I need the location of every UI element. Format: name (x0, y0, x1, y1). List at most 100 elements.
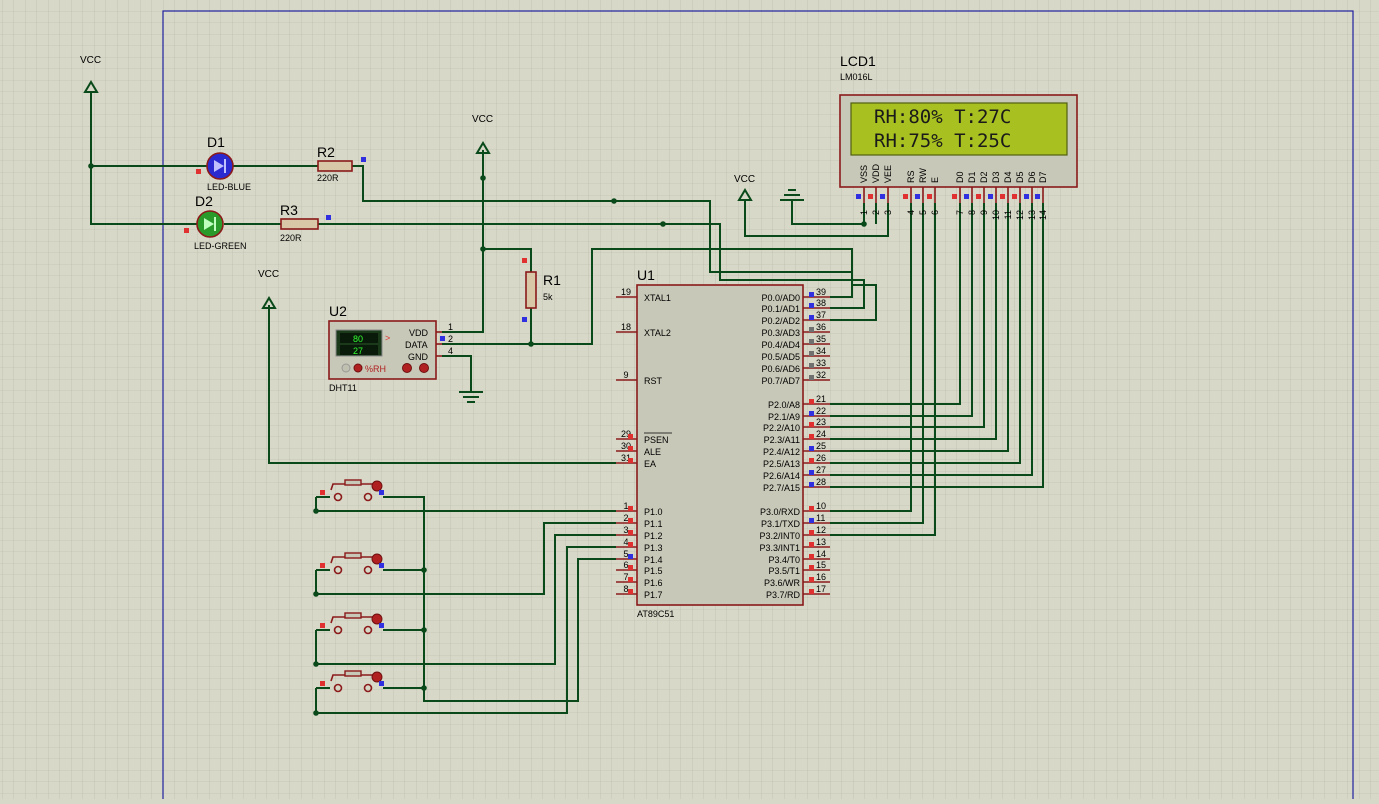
u1-pin-name: P0.3/AD3 (761, 328, 800, 338)
u1-pin-name: P2.3/A11 (764, 435, 800, 445)
u1-pin-num: 14 (816, 549, 826, 559)
ground-terminal-1[interactable] (459, 391, 483, 403)
u1-pin-name: P2.0/A8 (768, 400, 800, 410)
button-actuator-icon[interactable] (371, 553, 383, 565)
u1-pin-name: P1.7 (644, 590, 663, 600)
u2-ref: U2 (329, 303, 347, 319)
u1-pin-marker (809, 589, 814, 594)
u1-pin-marker (628, 554, 633, 559)
u1-pin-num: 12 (816, 525, 826, 535)
u1-pin-marker (809, 577, 814, 582)
u1-pin-name: XTAL2 (644, 328, 671, 338)
u1-pin-name: P3.7/RD (766, 590, 801, 600)
push-button-3[interactable] (320, 612, 384, 635)
u1-pin-name: P1.5 (644, 566, 663, 576)
resistor-r3[interactable]: R3 220R (280, 202, 331, 243)
lcd-pin-num: 9 (979, 210, 989, 215)
u1-pin-marker (628, 506, 633, 511)
r1-value: 5k (543, 292, 553, 302)
u1-pin-num: 9 (623, 370, 628, 380)
u1-pin-marker (809, 518, 814, 523)
u1-pin-marker (809, 351, 814, 356)
vcc-terminal-4[interactable]: VCC (734, 174, 755, 201)
u1-pin-marker (628, 565, 633, 570)
lcd-pin-name: VDD (871, 163, 881, 183)
lcd-pin-name: D5 (1015, 171, 1025, 183)
lcd-pin-marker (952, 194, 957, 199)
dht-temp-button-icon[interactable] (341, 363, 351, 373)
u1-pin-num: 15 (816, 560, 826, 570)
u1-pin-name: P0.6/AD6 (761, 364, 800, 374)
lcd-pin-num: 13 (1027, 210, 1037, 220)
u1-pin-marker (628, 530, 633, 535)
u1-pin-num: 35 (816, 334, 826, 344)
vcc-terminal-3[interactable]: VCC (258, 269, 279, 309)
r3-value: 220R (280, 233, 302, 243)
vcc-label: VCC (258, 269, 279, 280)
dht-unit: %RH (365, 364, 386, 374)
resistor-r2[interactable]: R2 220R (317, 144, 366, 183)
u1-pin-name: P2.6/A14 (763, 471, 800, 481)
led-d1[interactable]: D1 LED-BLUE (196, 134, 251, 192)
r2-ref: R2 (317, 144, 335, 160)
button-actuator-icon[interactable] (371, 671, 383, 683)
r3-ref: R3 (280, 202, 298, 218)
u1-pin-num: 3 (623, 525, 628, 535)
u1-pin-name: P0.7/AD7 (761, 376, 800, 386)
u1-pin-marker (809, 422, 814, 427)
lcd-pin-num: 1 (859, 210, 869, 215)
dht-minus-button-icon[interactable] (402, 363, 412, 373)
u1-pin-marker (809, 470, 814, 475)
microcontroller-u1[interactable]: U1 AT89C51 XTAL119XTAL218RST9PSEN29ALE30… (616, 267, 830, 619)
resistor-r1[interactable]: R1 5k (522, 258, 561, 322)
push-button-2[interactable] (320, 552, 384, 575)
u1-right-pins: P0.0/AD039P0.1/AD138P0.2/AD237P0.3/AD336… (759, 287, 830, 600)
vcc-label: VCC (734, 174, 755, 185)
button-actuator-icon[interactable] (371, 613, 383, 625)
u1-pin-num: 31 (621, 453, 631, 463)
dht-down-button-icon[interactable] (353, 363, 363, 373)
u1-pin-num: 33 (816, 358, 826, 368)
u1-pin-name: P2.7/A15 (763, 483, 800, 493)
lcd-module[interactable]: RH:80% T:27C RH:75% T:25C LCD1 LM016L VS… (839, 53, 1078, 220)
u1-pin-num: 13 (816, 537, 826, 547)
u1-pin-marker (809, 458, 814, 463)
lcd-pin-name: VEE (883, 165, 893, 183)
sheet-border (162, 10, 1354, 804)
r2-value: 220R (317, 173, 339, 183)
dht-plus-button-icon[interactable] (419, 363, 429, 373)
led-d2[interactable]: D2 LED-GREEN (184, 193, 247, 251)
push-button-4[interactable] (320, 670, 384, 693)
button-actuator-icon[interactable] (371, 480, 383, 492)
u1-pin-marker (809, 506, 814, 511)
u1-pin-name: ALE (644, 447, 661, 457)
u1-left-pins: XTAL119XTAL218RST9PSEN29ALE30EA31P1.01P1… (616, 287, 672, 600)
u1-pin-num: 24 (816, 429, 826, 439)
u1-pin-marker (628, 542, 633, 547)
u1-pin-num: 8 (623, 584, 628, 594)
u1-pin-name: P3.2/INT0 (759, 531, 800, 541)
u1-pin-marker (809, 482, 814, 487)
lcd-pin-num: 6 (930, 210, 940, 215)
lcd-pin-name: D0 (955, 171, 965, 183)
lcd-pin-marker (856, 194, 861, 199)
dht-display-top: 80 (353, 334, 363, 344)
lcd-pin-marker (976, 194, 981, 199)
lcd-pin-marker (988, 194, 993, 199)
u1-pin-name: P2.2/A10 (763, 423, 800, 433)
lcd-pin-name: RW (918, 168, 928, 183)
ground-terminal-2[interactable] (780, 189, 804, 201)
lcd-pin-num: 11 (1003, 210, 1013, 219)
vcc-terminal-1[interactable]: VCC (80, 55, 101, 93)
sensor-u2[interactable]: 80 27 > %RH VDD DATA GND 1 2 4 U2 DHT11 (328, 303, 453, 393)
u1-value: AT89C51 (637, 609, 674, 619)
u1-pin-marker (809, 315, 814, 320)
u1-pin-name: P1.3 (644, 543, 663, 553)
lcd-pin-marker (1012, 194, 1017, 199)
u2-value: DHT11 (329, 383, 357, 393)
vcc-terminal-2[interactable]: VCC (472, 114, 493, 154)
u1-pin-name: P0.4/AD4 (761, 340, 800, 350)
lcd-pin-num: 7 (955, 210, 965, 215)
push-button-1[interactable] (320, 479, 384, 502)
